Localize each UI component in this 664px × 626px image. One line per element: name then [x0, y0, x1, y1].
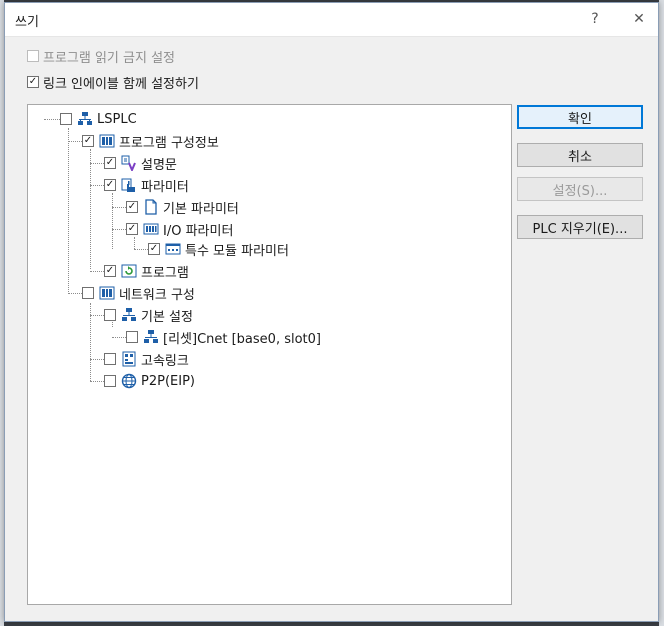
tree-checkbox[interactable]: ✓	[148, 243, 160, 255]
tree-node-description[interactable]: ✓ 설명문	[104, 153, 177, 173]
tree-node-special-module-parameter[interactable]: ✓ 특수 모듈 파라미터	[148, 239, 289, 259]
io-module-icon	[143, 221, 159, 237]
tree-connector	[68, 128, 69, 292]
protect-read-option[interactable]: 프로그램 읽기 금지 설정	[27, 47, 175, 66]
document-icon	[143, 199, 159, 215]
tree-connector	[112, 207, 126, 208]
tree-connector	[68, 141, 82, 142]
tree-connector	[134, 249, 148, 250]
tree-connector	[134, 237, 135, 249]
tree-node-p2p-eip[interactable]: P2P(EIP)	[104, 371, 195, 391]
cancel-button[interactable]: 취소	[517, 143, 643, 167]
link-enable-label: 링크 인에이블 함께 설정하기	[43, 76, 199, 92]
network-device-icon	[143, 329, 159, 345]
tree-connector	[112, 229, 126, 230]
program-refresh-icon	[121, 263, 137, 279]
protect-read-checkbox[interactable]	[27, 50, 39, 62]
tree-checkbox[interactable]: ✓	[104, 157, 116, 169]
tree-node-label: 네트워크 구성	[119, 287, 195, 303]
protect-read-label: 프로그램 읽기 금지 설정	[43, 50, 175, 66]
tree-node-lsplc[interactable]: LSPLC	[60, 109, 137, 129]
grid-module-icon	[99, 133, 115, 149]
high-speed-link-icon	[121, 351, 137, 367]
grid-module-icon	[99, 285, 115, 301]
tree-node-high-speed-link[interactable]: 고속링크	[104, 349, 189, 369]
tree-node-label: 고속링크	[141, 353, 189, 369]
tree-node-network-config[interactable]: 네트워크 구성	[82, 283, 195, 303]
tree-connector	[90, 359, 104, 360]
network-device-icon	[121, 307, 137, 323]
tree-node-basic-settings[interactable]: 기본 설정	[104, 305, 193, 325]
tree-checkbox[interactable]	[60, 113, 72, 125]
plc-clear-button[interactable]: PLC 지우기(E)...	[517, 215, 643, 239]
tree-node-program-config[interactable]: ✓ 프로그램 구성정보	[82, 131, 219, 151]
tree-connector	[90, 271, 104, 272]
tree-checkbox[interactable]	[104, 353, 116, 365]
tree-connector	[90, 185, 104, 186]
close-button[interactable]: ✕	[633, 11, 645, 27]
tree-node-label: 설명문	[141, 157, 177, 173]
tree-checkbox[interactable]	[104, 309, 116, 321]
tree-connector	[112, 193, 113, 249]
help-button[interactable]: ?	[591, 11, 599, 27]
tree-checkbox[interactable]: ✓	[126, 223, 138, 235]
background-window-strip	[659, 0, 664, 626]
network-device-icon	[77, 111, 93, 127]
tree-node-label: I/O 파라미터	[163, 223, 234, 239]
tree-node-basic-parameter[interactable]: ✓ 기본 파라미터	[126, 197, 239, 217]
tree-connector	[90, 149, 91, 269]
settings-button[interactable]: 설정(S)...	[517, 177, 643, 201]
title-bar: 쓰기 ? ✕	[5, 3, 658, 37]
tree-checkbox[interactable]: ✓	[104, 265, 116, 277]
globe-icon	[121, 373, 137, 389]
tree-connector	[112, 315, 113, 327]
tree-node-label: LSPLC	[97, 111, 137, 127]
ok-button[interactable]: 확인	[517, 105, 643, 129]
tree-checkbox[interactable]: ✓	[126, 201, 138, 213]
tree-node-label: 기본 파라미터	[163, 201, 239, 217]
tree-connector	[90, 163, 104, 164]
tree-node-cnet-base0-slot0[interactable]: [리셋]Cnet [base0, slot0]	[126, 327, 321, 347]
background-window-strip	[0, 0, 4, 626]
tree-checkbox[interactable]	[104, 375, 116, 387]
tree-node-parameter[interactable]: ✓ 파라미터	[104, 175, 189, 195]
tree-connector	[90, 303, 91, 381]
tree-node-label: 기본 설정	[141, 309, 193, 325]
tree-node-label: 프로그램	[141, 265, 189, 281]
tree-node-io-parameter[interactable]: ✓ I/O 파라미터	[126, 219, 233, 239]
link-enable-option[interactable]: ✓ 링크 인에이블 함께 설정하기	[27, 73, 199, 92]
tree-node-label: 프로그램 구성정보	[119, 135, 219, 151]
tree-connector	[90, 315, 104, 316]
tree-connector	[68, 293, 82, 294]
tree-checkbox[interactable]: ✓	[82, 135, 94, 147]
write-items-tree[interactable]: LSPLC ✓ 프로그램 구성정보 ✓ 설명문 ✓ 파라미터	[27, 104, 512, 605]
tree-connector	[112, 337, 126, 338]
tree-node-label: 특수 모듈 파라미터	[185, 243, 289, 259]
link-enable-checkbox[interactable]: ✓	[27, 76, 39, 88]
tree-connector	[90, 381, 104, 382]
tree-checkbox[interactable]	[126, 331, 138, 343]
tree-connector	[44, 119, 60, 120]
tree-node-label: [리셋]Cnet [base0, slot0]	[163, 331, 321, 347]
tree-node-label: P2P(EIP)	[141, 373, 195, 389]
parameter-hand-icon	[121, 177, 137, 193]
description-icon	[121, 155, 137, 171]
write-dialog: 쓰기 ? ✕ 프로그램 읽기 금지 설정 ✓ 링크 인에이블 함께 설정하기	[4, 2, 659, 622]
tree-node-program[interactable]: ✓ 프로그램	[104, 261, 189, 281]
dialog-title: 쓰기	[15, 15, 39, 30]
special-module-icon	[165, 241, 181, 257]
tree-checkbox[interactable]	[82, 287, 94, 299]
tree-checkbox[interactable]: ✓	[104, 179, 116, 191]
tree-node-label: 파라미터	[141, 179, 189, 195]
